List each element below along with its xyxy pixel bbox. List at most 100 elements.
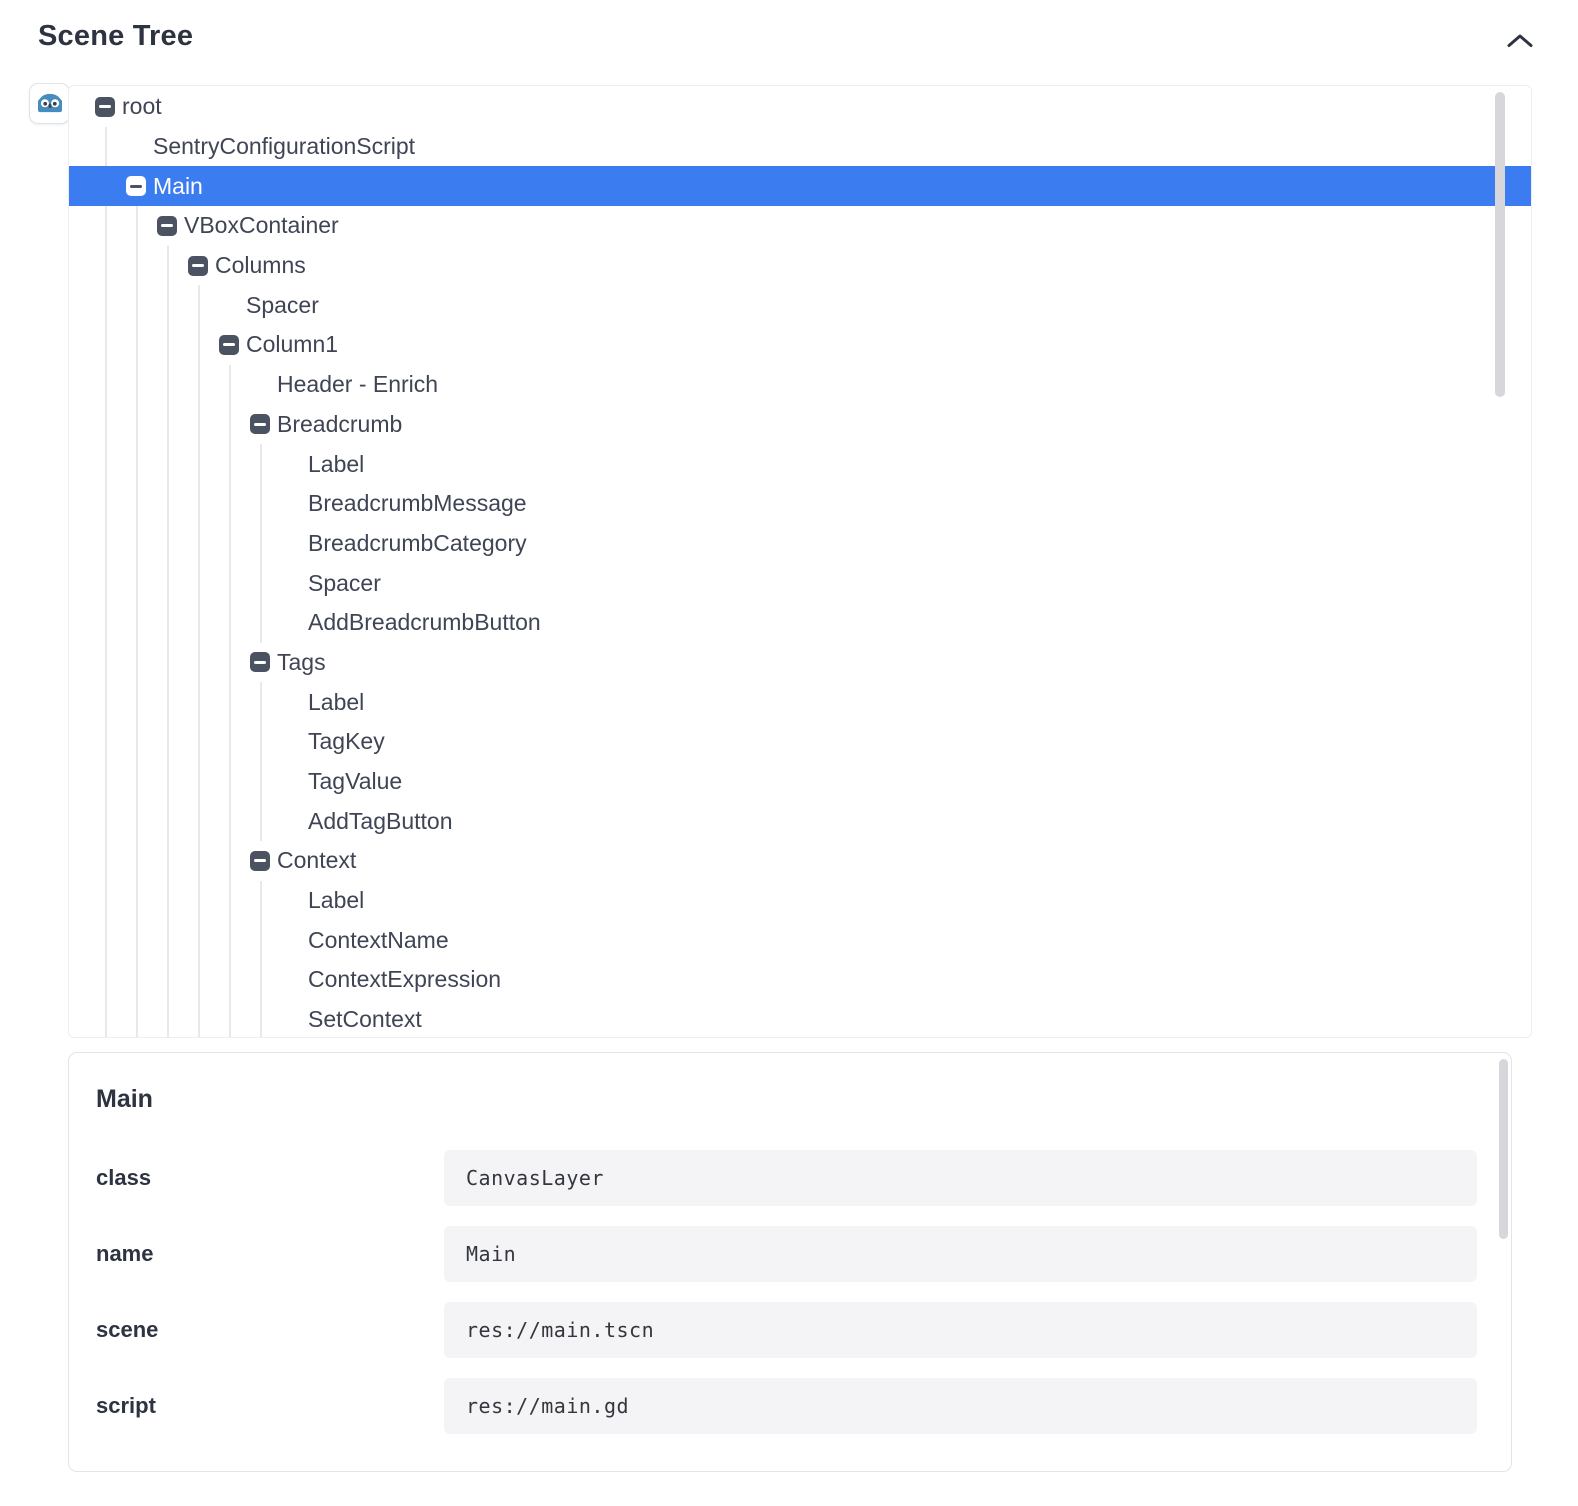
indent-guide <box>126 364 157 405</box>
indent-guide <box>95 761 126 802</box>
tree-node-label: Main <box>153 172 203 199</box>
indent-guide <box>219 999 250 1037</box>
indent-guide <box>219 841 250 881</box>
indent-guide <box>95 602 126 643</box>
tree-row[interactable]: SentryConfigurationScript <box>69 126 1531 167</box>
indent-guide <box>188 325 219 365</box>
indent-guide <box>219 880 250 921</box>
indent-guide <box>219 523 250 564</box>
scene-tree-panel: root SentryConfigurationScript Main VBox… <box>68 85 1532 1038</box>
tree-node-label: Spacer <box>308 569 381 596</box>
tree-row[interactable]: Spacer <box>69 563 1531 603</box>
toggle-spacer <box>250 375 277 395</box>
tree-row[interactable]: BreadcrumbMessage <box>69 483 1531 524</box>
chevron-up-icon <box>1505 31 1535 51</box>
tree-node-label: ContextName <box>308 926 449 953</box>
indent-guide <box>126 880 157 921</box>
details-scrollbar-thumb[interactable] <box>1499 1059 1508 1239</box>
tree-node-label: Label <box>308 688 365 715</box>
indent-guide <box>95 206 126 246</box>
tree-node-label: Label <box>308 887 365 914</box>
collapse-toggle-icon[interactable] <box>157 215 177 236</box>
tree-node-label: Tags <box>277 648 326 675</box>
indent-guide <box>95 245 126 286</box>
tree-row[interactable]: AddTagButton <box>69 801 1531 841</box>
toggle-spacer <box>281 573 308 593</box>
indent-guide <box>126 920 157 960</box>
tree-row[interactable]: Main <box>69 166 1531 207</box>
collapse-toggle-icon[interactable] <box>250 414 270 435</box>
indent-guide <box>219 920 250 960</box>
tree-row[interactable]: SetContext <box>69 999 1531 1037</box>
indent-guide <box>157 682 188 722</box>
indent-guide <box>126 325 157 365</box>
detail-row: scene res://main.tscn <box>96 1302 1477 1358</box>
tree-row[interactable]: Breadcrumb <box>69 404 1531 445</box>
tree-row[interactable]: VBoxContainer <box>69 206 1531 246</box>
indent-guide <box>157 563 188 603</box>
tree-row[interactable]: Context <box>69 841 1531 881</box>
detail-property-label: script <box>96 1393 156 1418</box>
tree-row[interactable]: ContextExpression <box>69 960 1531 1000</box>
detail-row: name Main <box>96 1226 1477 1282</box>
tree-row[interactable]: Label <box>69 444 1531 484</box>
indent-guide <box>157 325 188 365</box>
indent-guide <box>250 563 281 603</box>
tree-row[interactable]: TagValue <box>69 761 1531 802</box>
collapse-toggle-icon[interactable] <box>126 176 146 197</box>
tree-node-label: TagValue <box>308 768 403 795</box>
indent-guide <box>188 761 219 802</box>
collapse-section-button[interactable] <box>1502 28 1538 54</box>
indent-guide <box>188 722 219 762</box>
tree-row[interactable]: Label <box>69 880 1531 921</box>
tree-row[interactable]: TagKey <box>69 722 1531 762</box>
indent-guide <box>95 841 126 881</box>
tree-row[interactable]: Spacer <box>69 285 1531 325</box>
toggle-spacer <box>281 692 308 712</box>
indent-guide <box>95 880 126 921</box>
tree-row[interactable]: Header - Enrich <box>69 364 1531 405</box>
tree-node-label: SentryConfigurationScript <box>153 133 416 160</box>
tree-row[interactable]: Label <box>69 682 1531 722</box>
indent-guide <box>250 920 281 960</box>
indent-guide <box>157 880 188 921</box>
indent-guide <box>126 206 157 246</box>
tree-row[interactable]: Tags <box>69 642 1531 683</box>
indent-guide <box>126 801 157 841</box>
tree-row[interactable]: Columns <box>69 245 1531 286</box>
indent-guide <box>95 722 126 762</box>
collapse-toggle-icon[interactable] <box>95 96 115 117</box>
indent-guide <box>250 602 281 643</box>
indent-guide <box>219 483 250 524</box>
collapse-toggle-icon[interactable] <box>219 334 239 355</box>
toggle-spacer <box>281 930 308 950</box>
tree-row[interactable]: Column1 <box>69 325 1531 365</box>
tree-node-label: Column1 <box>246 331 339 358</box>
indent-guide <box>219 563 250 603</box>
tree-row[interactable]: ContextName <box>69 920 1531 960</box>
tree-node-label: Context <box>277 847 357 874</box>
tree-row[interactable]: AddBreadcrumbButton <box>69 602 1531 643</box>
tree-node-label: AddBreadcrumbButton <box>308 609 541 636</box>
indent-guide <box>95 325 126 365</box>
collapse-toggle-icon[interactable] <box>188 255 208 276</box>
indent-guide <box>219 761 250 802</box>
tree-node-label: TagKey <box>308 728 385 755</box>
tree-row[interactable]: root <box>69 87 1531 127</box>
indent-guide <box>126 404 157 445</box>
indent-guide <box>95 444 126 484</box>
collapse-toggle-icon[interactable] <box>250 850 270 871</box>
indent-guide <box>126 999 157 1037</box>
tree-node-label: Breadcrumb <box>277 410 403 437</box>
tree-node-label: Spacer <box>246 291 319 318</box>
tree-scrollbar-thumb[interactable] <box>1495 92 1505 397</box>
indent-guide <box>250 483 281 524</box>
detail-property-value: Main <box>444 1226 1477 1282</box>
indent-guide <box>157 642 188 683</box>
tree-row[interactable]: BreadcrumbCategory <box>69 523 1531 564</box>
collapse-toggle-icon[interactable] <box>250 652 270 673</box>
indent-guide <box>126 682 157 722</box>
indent-guide <box>250 523 281 564</box>
indent-guide <box>219 364 250 405</box>
indent-guide <box>219 602 250 643</box>
